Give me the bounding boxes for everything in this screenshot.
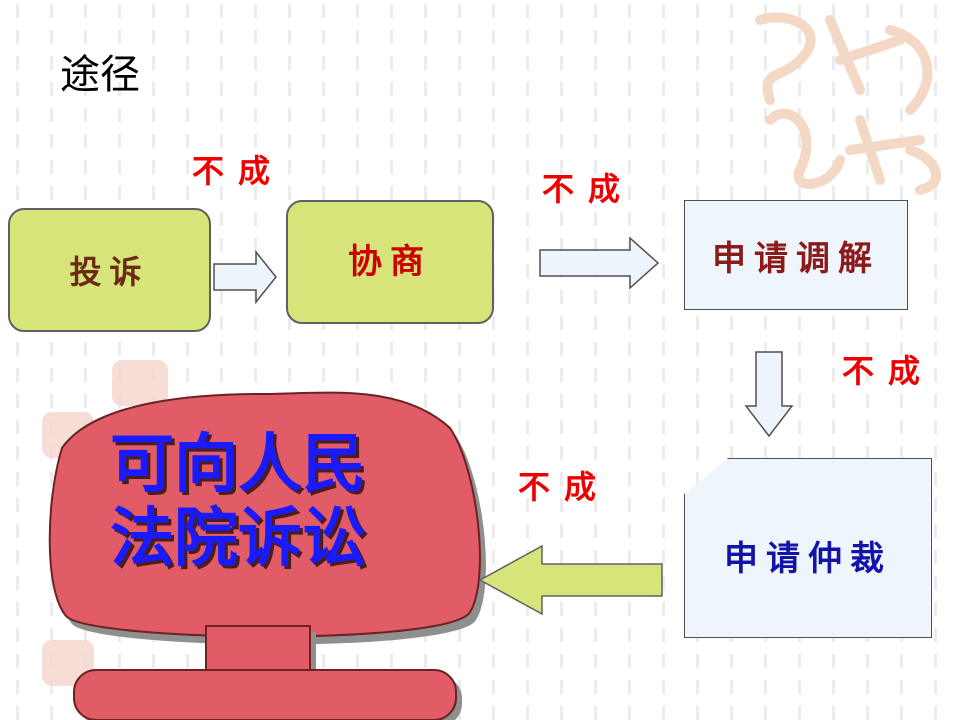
- arrow-right-icon: [213, 250, 277, 304]
- lawsuit-line-1: 可向人民: [110, 428, 366, 502]
- arbitration-label: 申请仲裁: [724, 538, 892, 579]
- arbitration-box: 申请仲裁: [684, 458, 932, 638]
- arrow-left-icon: [478, 544, 663, 616]
- watermark-decoration: [755, 12, 941, 195]
- fail-label-2: 不成: [542, 170, 635, 208]
- lawsuit-line-2: 法院诉讼: [110, 502, 366, 576]
- negotiate-box: 协商: [286, 200, 494, 324]
- complaint-box: 投诉: [8, 208, 211, 332]
- mediation-box: 申请调解: [684, 200, 908, 310]
- mediation-label: 申请调解: [712, 238, 880, 279]
- negotiate-label: 协商: [348, 241, 432, 282]
- fail-label-4: 不成: [518, 468, 611, 506]
- fail-label-1: 不成: [192, 152, 285, 190]
- lawsuit-text: 可向人民 法院诉讼: [110, 428, 366, 576]
- arrow-right-icon: [539, 236, 660, 290]
- page-title: 途径: [60, 52, 140, 98]
- fail-label-3: 不成: [842, 352, 935, 390]
- complaint-label: 投诉: [69, 253, 150, 291]
- arrow-down-icon: [744, 351, 794, 438]
- stamp-decoration: [42, 360, 168, 686]
- monitor-shape: [48, 391, 486, 720]
